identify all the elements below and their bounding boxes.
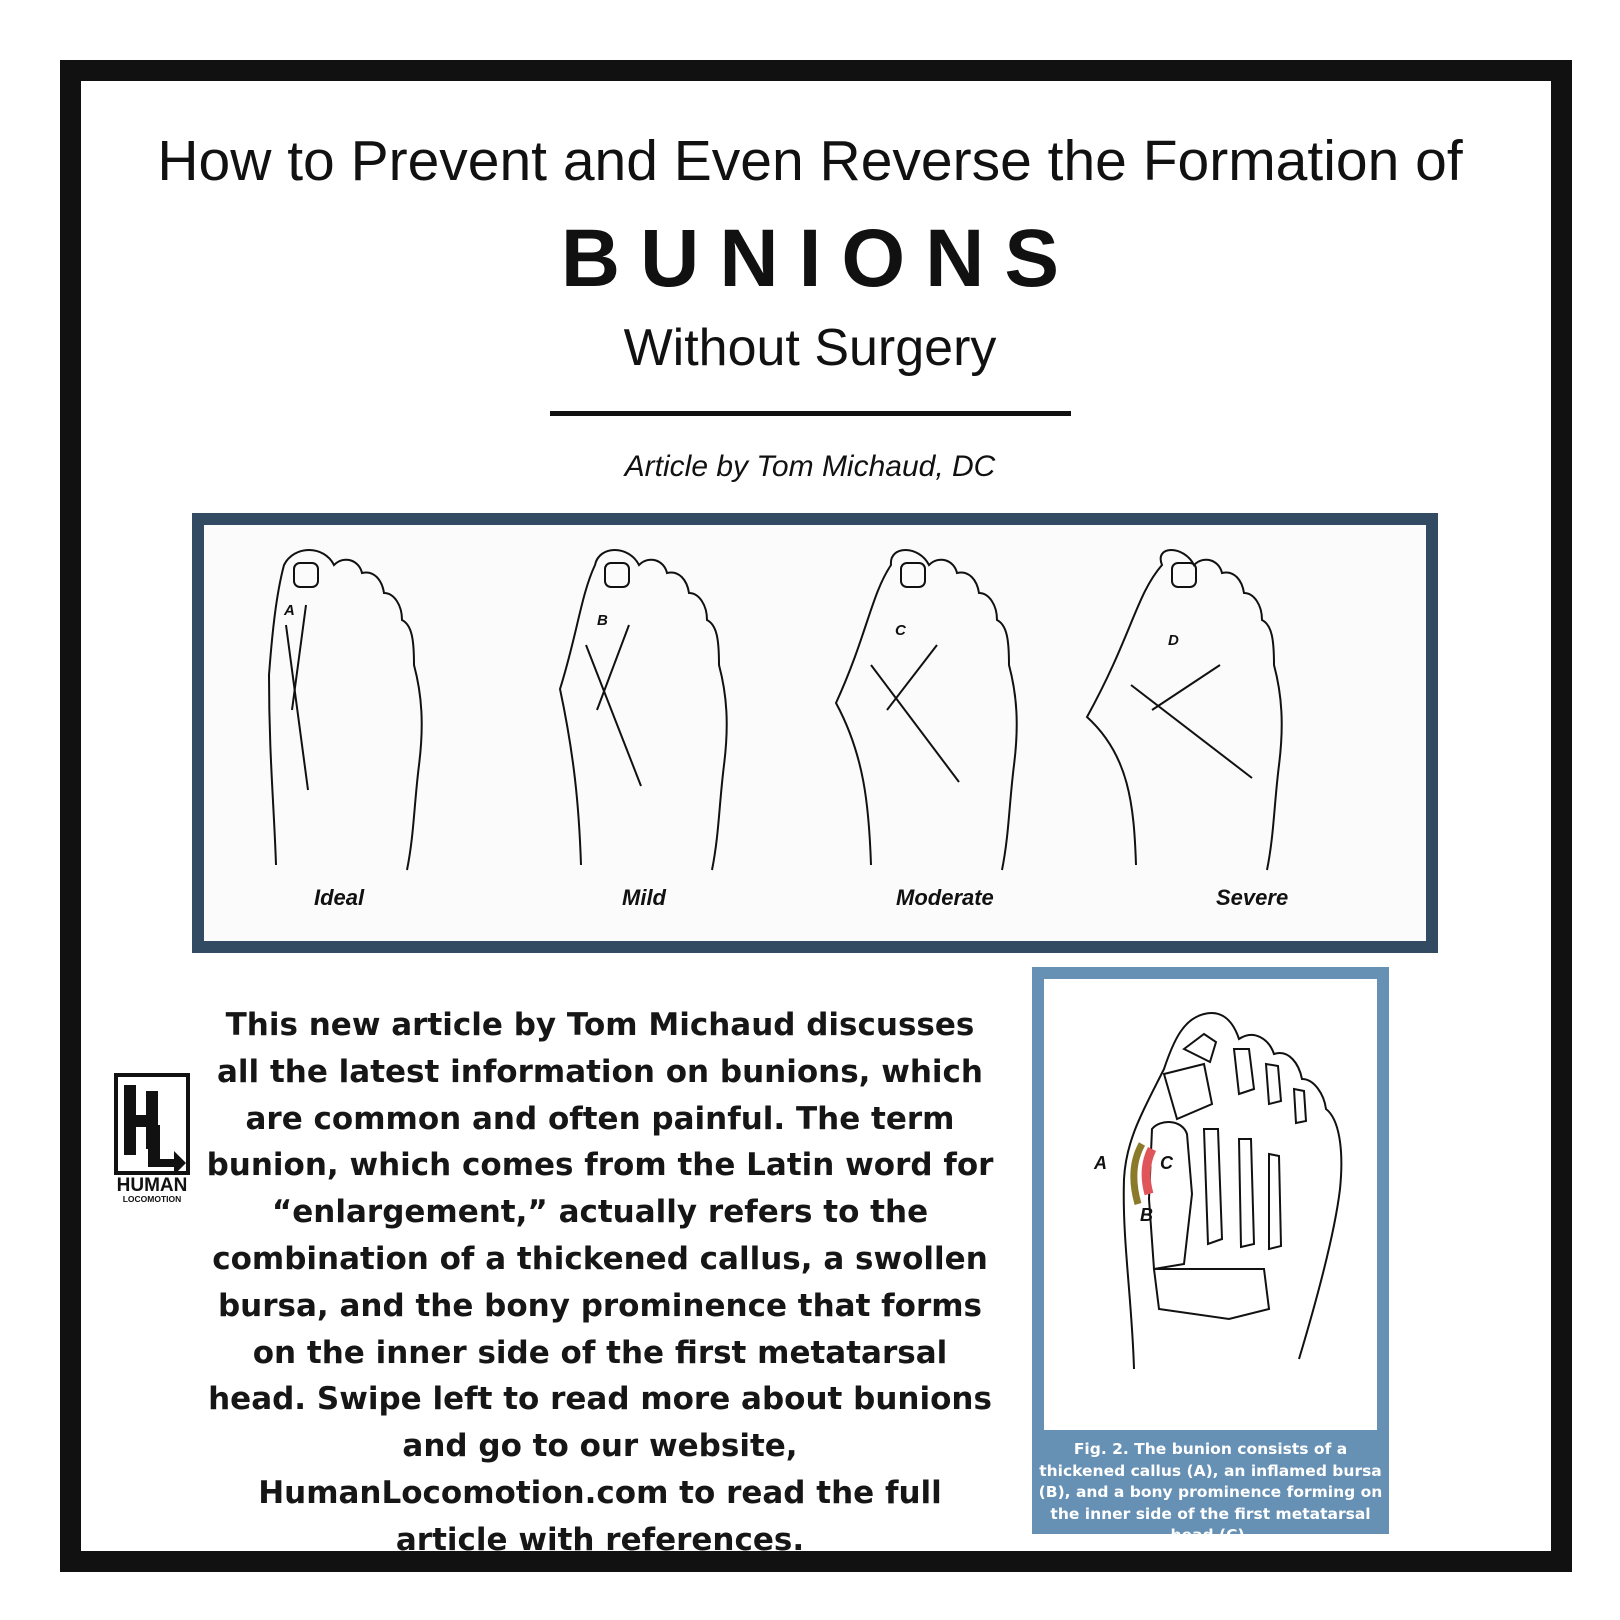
stage-label-moderate: Moderate	[896, 885, 994, 910]
title-line: How to Prevent and Even Reverse the Form…	[157, 129, 1463, 193]
stage-label-ideal: Ideal	[314, 885, 365, 910]
stage-label-severe: Severe	[1216, 885, 1289, 910]
angle-marker: B	[597, 612, 608, 629]
angle-marker: C	[895, 622, 907, 639]
byline: Article by Tom Michaud, DC	[624, 450, 996, 483]
article-summary: This new article by Tom Michaud discusse…	[206, 1007, 994, 1558]
divider	[550, 411, 1071, 416]
foot-drawing: B	[558, 549, 728, 871]
svg-text:HUMAN: HUMAN	[117, 1175, 188, 1196]
foot-drawing: A	[267, 549, 423, 871]
anatomy-illustration: A B C	[1044, 979, 1377, 1430]
subtitle: Without Surgery	[623, 319, 997, 377]
figure-caption: Fig. 2. The bunion consists of a thicken…	[1038, 1440, 1383, 1544]
bunion-anatomy-figure: A B C Fig. 2. The bunion consists of a t…	[1032, 967, 1389, 1544]
foot-drawing: D	[1085, 549, 1283, 871]
bunion-stages-figure: A B C D Ideal Mild Moderate Severe	[192, 513, 1438, 953]
label-c: C	[1160, 1153, 1174, 1173]
svg-text:LOCOMOTION: LOCOMOTION	[123, 1194, 182, 1204]
main-title: BUNIONS	[560, 213, 1080, 304]
angle-marker: D	[1168, 632, 1179, 649]
angle-marker: A	[283, 602, 295, 619]
label-a: A	[1093, 1153, 1107, 1173]
human-locomotion-logo: HUMAN LOCOMOTION	[114, 1073, 192, 1210]
stage-label-mild: Mild	[622, 885, 666, 910]
foot-drawing: C	[834, 549, 1018, 871]
label-b: B	[1140, 1205, 1153, 1225]
